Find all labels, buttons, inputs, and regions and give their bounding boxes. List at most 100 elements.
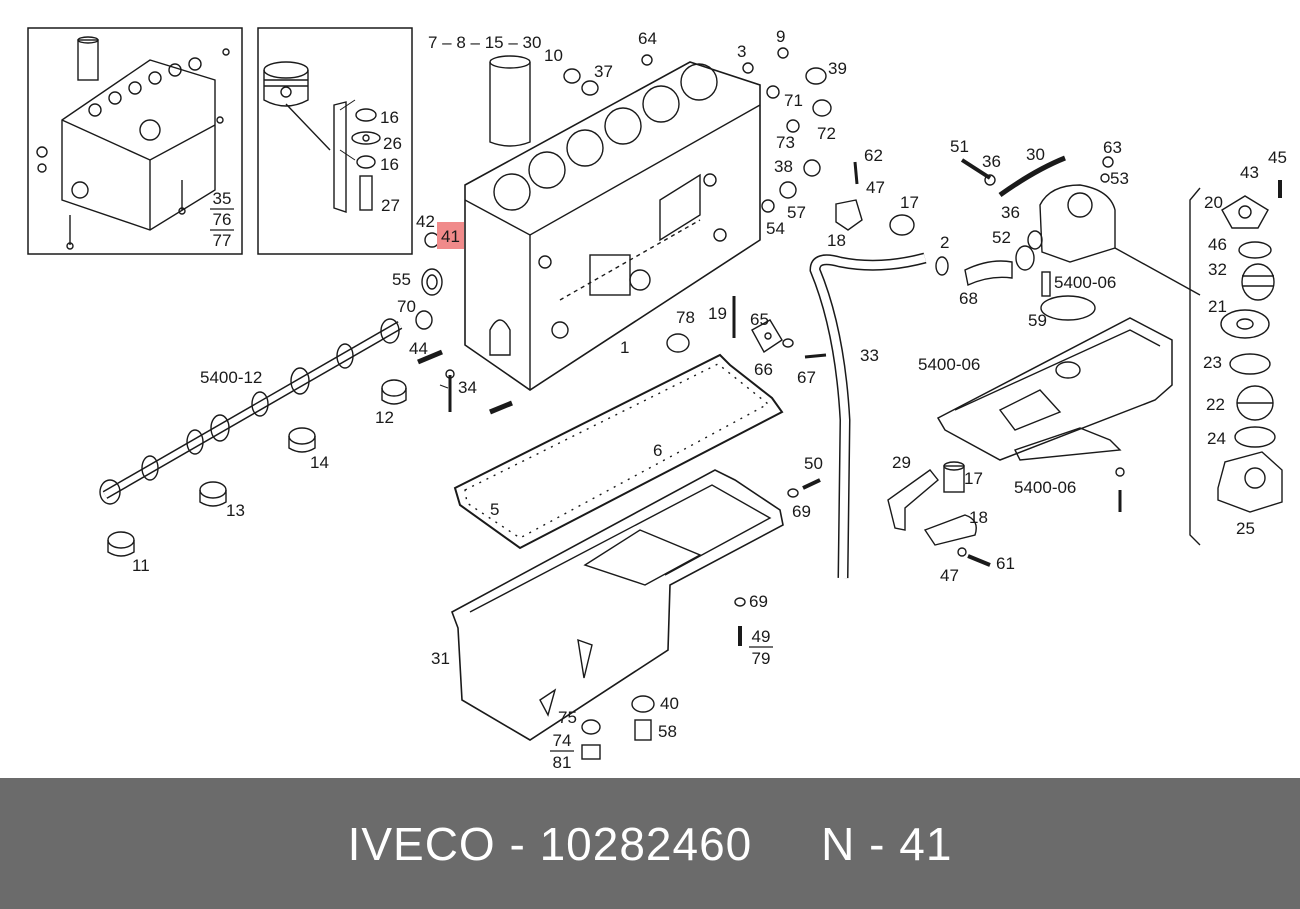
fraction-bot: 79	[752, 649, 771, 668]
valve-cover-drawing	[936, 317, 1173, 512]
callout-label: 19	[708, 304, 727, 323]
callout-label: 5400-12	[200, 368, 262, 387]
right-column-parts-drawing	[1114, 180, 1283, 546]
fraction-top: 35	[213, 189, 232, 208]
callout-label: 36	[982, 152, 1001, 171]
callout-label: 16	[380, 108, 399, 127]
callout-label: 61	[996, 554, 1015, 573]
callout-label: 39	[828, 59, 847, 78]
callout-label: 6	[653, 441, 662, 460]
callout-label: 44	[409, 339, 428, 358]
leader-lines	[339, 99, 449, 389]
callout-label: 63	[1103, 138, 1122, 157]
callout-label: 25	[1236, 519, 1255, 538]
callout-label: 29	[892, 453, 911, 472]
engine-block-drawing	[424, 61, 761, 391]
callout-label: 17	[900, 193, 919, 212]
callout-label: 5	[490, 500, 499, 519]
callout-label: 22	[1206, 395, 1225, 414]
oil-pan-drawing	[451, 469, 784, 741]
callout-label: 5400-06	[918, 355, 980, 374]
callout-label: 3	[737, 42, 746, 61]
callout-label: 24	[1207, 429, 1226, 448]
inset-piston-drawing	[263, 61, 381, 213]
callout-label: 52	[992, 228, 1011, 247]
callout-label: 59	[1028, 311, 1047, 330]
inset-frame-block	[27, 27, 243, 255]
small-parts-drawing	[415, 47, 832, 415]
camshaft-drawing	[99, 318, 403, 505]
drain-plug-drawing	[581, 478, 821, 760]
oil-pan-gasket-drawing	[453, 353, 784, 550]
callout-label: 78	[676, 308, 695, 327]
callout-label: 70	[397, 297, 416, 316]
fraction-label: 35 76 77	[210, 189, 234, 250]
callout-label: 40	[660, 694, 679, 713]
fraction-mid: 76	[213, 210, 232, 229]
callout-label: 31	[431, 649, 450, 668]
callout-label: 27	[381, 196, 400, 215]
callout-label: 64	[638, 29, 657, 48]
callout-label: 69	[749, 592, 768, 611]
callout-label: 57	[787, 203, 806, 222]
callout-label: 36	[1001, 203, 1020, 222]
callout-label: 42	[416, 212, 435, 231]
callout-label: 37	[594, 62, 613, 81]
highlight-box	[437, 222, 464, 249]
bracket-clamp-drawing	[887, 461, 991, 567]
callout-label: 47	[940, 566, 959, 585]
callout-label: 72	[817, 124, 836, 143]
callout-label: 2	[940, 233, 949, 252]
callout-label: 51	[950, 137, 969, 156]
callout-label: 13	[226, 501, 245, 520]
callout-label: 9	[776, 27, 785, 46]
breather-hose-drawing	[809, 161, 1035, 579]
callout-label: 65	[750, 310, 769, 329]
callout-label: 62	[864, 146, 883, 165]
callout-label: 75	[558, 708, 577, 727]
callout-label: 17	[964, 469, 983, 488]
highlighted-part-label[interactable]: 41	[441, 227, 460, 246]
callout-label: 23	[1203, 353, 1222, 372]
cylinder-liner-drawing	[489, 55, 531, 147]
callout-label: 54	[766, 219, 785, 238]
camshaft-bushings-drawing	[107, 379, 407, 557]
caption-bar: IVECO - 10282460 N - 41	[0, 778, 1300, 909]
callout-label: 66	[754, 360, 773, 379]
callout-label: 53	[1110, 169, 1129, 188]
callout-label: 73	[776, 133, 795, 152]
fraction-top: 49	[752, 627, 771, 646]
fraction-bot: 77	[213, 231, 232, 250]
part-number-caption: IVECO - 10282460 N - 41	[347, 817, 953, 870]
callout-label: 20	[1204, 193, 1223, 212]
callout-label: 45	[1268, 148, 1287, 167]
callout-label: 38	[774, 157, 793, 176]
callout-label: 7 – 8 – 15 – 30	[428, 33, 541, 52]
callout-label: 67	[797, 368, 816, 387]
callout-label: 14	[310, 453, 329, 472]
callout-label: 43	[1240, 163, 1259, 182]
callout-label: 18	[827, 231, 846, 250]
callout-label: 11	[132, 556, 150, 575]
callout-label: 58	[658, 722, 677, 741]
callout-label: 33	[860, 346, 879, 365]
callout-label: 10	[544, 46, 563, 65]
fraction-label: 74 81	[550, 731, 574, 772]
callout-label: 50	[804, 454, 823, 473]
callout-label: 26	[383, 134, 402, 153]
inset-engine-block-drawing	[36, 36, 230, 250]
fraction-label: 49 79	[749, 627, 773, 668]
inset-frame-piston	[257, 27, 413, 255]
fraction-top: 74	[553, 731, 572, 750]
callout-label: 1	[620, 338, 629, 357]
callout-label: 5400-06	[1054, 273, 1116, 292]
callout-label: 46	[1208, 235, 1227, 254]
callout-label: 69	[792, 502, 811, 521]
callout-label: 47	[866, 178, 885, 197]
callout-label: 30	[1026, 145, 1045, 164]
callout-label: 71	[784, 91, 803, 110]
callout-label: 34	[458, 378, 477, 397]
callout-label: 21	[1208, 297, 1227, 316]
callout-label: 16	[380, 155, 399, 174]
callout-label: 32	[1208, 260, 1227, 279]
